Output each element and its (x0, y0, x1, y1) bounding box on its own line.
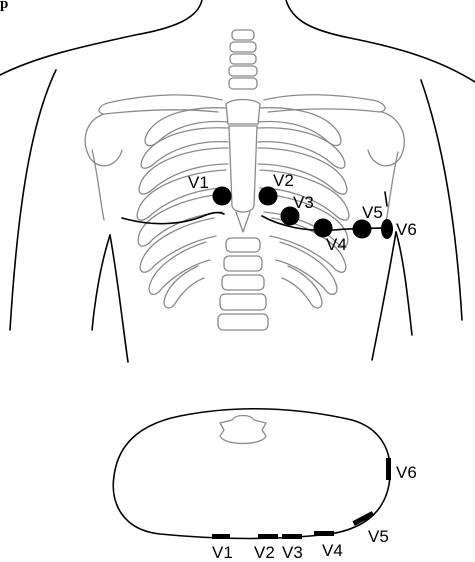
ribs-left (137, 108, 228, 308)
cross-label-v2: V2 (254, 543, 275, 562)
lower-spine (218, 238, 268, 330)
cross-label-v6: V6 (396, 463, 417, 482)
cross-label-v1: V1 (212, 543, 233, 562)
cross-section-electrodes (212, 458, 391, 539)
cross-label-v4: V4 (322, 541, 343, 560)
heading-fragment: p (0, 0, 8, 12)
torso-front-view: V1 V2 V3 V4 V5 V6 (0, 0, 475, 362)
electrode-v1-front (213, 187, 232, 206)
lead-label-v2: V2 (273, 171, 294, 190)
cervical-spine (229, 30, 257, 89)
cross-section-outline (113, 409, 390, 539)
sternum (226, 100, 260, 233)
torso-cross-section: V1 V2 V3 V4 V5 V6 (113, 409, 417, 562)
cross-label-v5: V5 (368, 527, 389, 546)
lead-label-v5: V5 (362, 203, 383, 222)
lead-label-v3: V3 (293, 193, 314, 212)
electrode-v5-front (353, 220, 372, 239)
lead-label-v4: V4 (326, 235, 347, 254)
cross-label-v3: V3 (282, 543, 303, 562)
electrode-v6-cross (386, 458, 391, 480)
lead-label-v6: V6 (396, 220, 417, 239)
vertebra-cross-section (220, 416, 266, 444)
electrode-v1-cross (212, 534, 230, 539)
electrode-v3-cross (282, 534, 302, 539)
electrode-v2-cross (258, 534, 278, 539)
lead-label-v1: V1 (188, 173, 209, 192)
electrode-v4-cross (314, 531, 334, 536)
electrode-v6-front (381, 219, 393, 239)
